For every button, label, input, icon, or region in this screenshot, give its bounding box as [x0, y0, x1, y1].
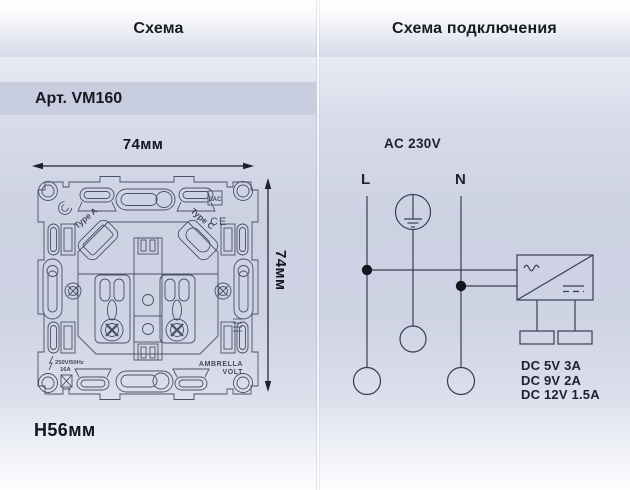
eac-mark-icon: EAC — [207, 190, 223, 206]
bottom-slots — [74, 368, 210, 393]
article-number: Арт. VM160 — [35, 89, 123, 107]
central-claw-strip — [133, 237, 163, 361]
side-claw-screws — [64, 282, 232, 300]
ground-icon — [394, 193, 432, 231]
panel-divider — [317, 0, 319, 490]
neutral-wire-label: N — [455, 171, 466, 188]
top-slots — [77, 187, 216, 212]
ce-mark: CE — [210, 216, 227, 228]
width-dimension-arrow — [32, 162, 254, 170]
terminal-block-right — [159, 274, 196, 344]
line-terminal — [352, 366, 382, 396]
brand-name: AMBRELLA — [199, 361, 243, 368]
dc-output-terminal-right — [557, 330, 593, 345]
ac-voltage-label: AC 230V — [384, 136, 441, 151]
type-a-label: Type A — [72, 205, 99, 230]
wiring-diagram — [352, 193, 594, 396]
neutral-terminal — [446, 366, 476, 396]
dc-output-spec: DC 9V 2A — [521, 372, 582, 388]
height-dimension-arrow — [264, 178, 272, 392]
dc-output-spec: DC 12V 1.5A — [521, 387, 600, 402]
usb-type-a-port — [77, 219, 119, 261]
dc-output-specs: DC 5V 3A DC 9V 2A DC 12V 1.5A — [521, 358, 600, 403]
svg-text:EAC: EAC — [209, 197, 222, 203]
acdc-converter-icon — [516, 254, 594, 301]
inner-recess — [77, 221, 219, 355]
round-mark — [58, 201, 72, 215]
lightning-icon — [48, 355, 54, 371]
socket-frame-drawing: Type A Type C EAC CE — [37, 176, 259, 400]
brand-line: VOLT — [222, 369, 243, 376]
connection-title: Схема подключения — [392, 19, 557, 37]
usb-type-c-port — [177, 219, 219, 261]
scheme-title: Схема — [133, 19, 184, 37]
junction-dot-line — [361, 264, 373, 276]
rating-current: 16A — [60, 367, 71, 373]
width-dimension-label: 74мм — [122, 136, 164, 153]
article-band: Арт. VM160 — [0, 82, 317, 115]
section-header-connection: Схема подключения — [319, 0, 630, 59]
rating-voltage: 250V/50Hz — [55, 360, 84, 366]
dc-output-spec: DC 5V 3A — [521, 358, 582, 373]
section-header-scheme: Схема — [0, 0, 317, 59]
left-edge-slots — [42, 223, 76, 354]
content-background — [0, 59, 630, 490]
right-edge-slots — [220, 223, 254, 354]
terminal-block-left — [94, 274, 131, 344]
height-dimension-label: 74мм — [272, 250, 289, 291]
dc-output-terminal-left — [519, 330, 555, 345]
corner-holes — [38, 181, 253, 393]
depth-dimension-label: H56мм — [34, 420, 96, 440]
ground-terminal — [399, 325, 427, 353]
junction-dot-neutral — [455, 280, 467, 292]
no-trash-icon — [60, 374, 73, 390]
line-wire-label: L — [361, 171, 371, 188]
